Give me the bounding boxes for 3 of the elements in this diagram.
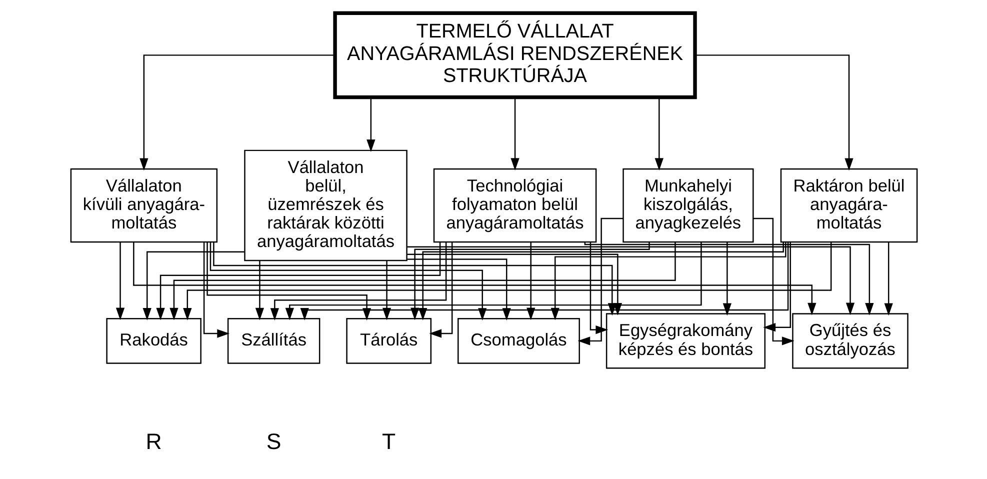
label: S — [266, 429, 281, 454]
label: T — [382, 429, 396, 454]
label: R — [145, 429, 162, 454]
